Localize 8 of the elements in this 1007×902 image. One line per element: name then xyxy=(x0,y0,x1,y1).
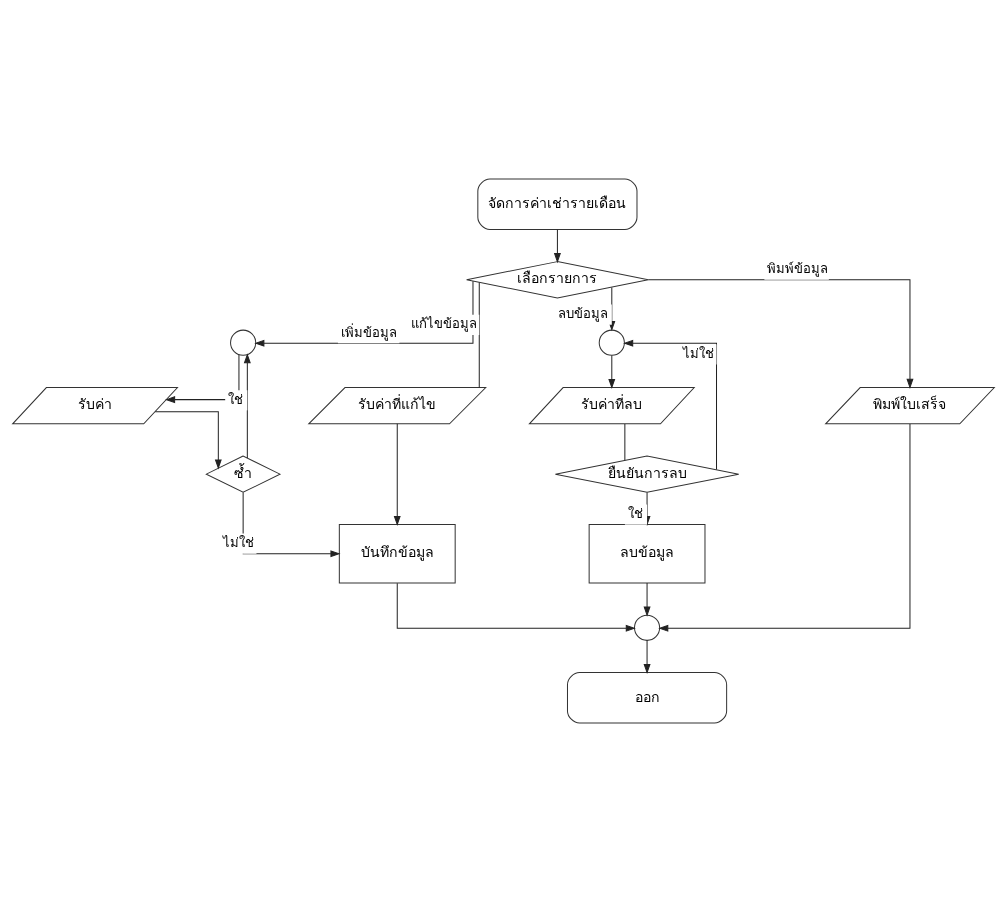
edge-label: พิมพ์ข้อมูล xyxy=(767,261,829,277)
edge-label: แก้ไขข้อมูล xyxy=(411,316,478,332)
edge-label: ลบข้อมูล xyxy=(558,306,609,322)
edge-label: ใช่ xyxy=(627,506,643,522)
edge-label: ไม่ใช่ xyxy=(682,345,714,361)
edge-label: ไม่ใช่ xyxy=(222,535,254,551)
edge-label: ใช่ xyxy=(228,391,244,407)
edge-label: เพิ่มข้อมูล xyxy=(341,324,398,340)
